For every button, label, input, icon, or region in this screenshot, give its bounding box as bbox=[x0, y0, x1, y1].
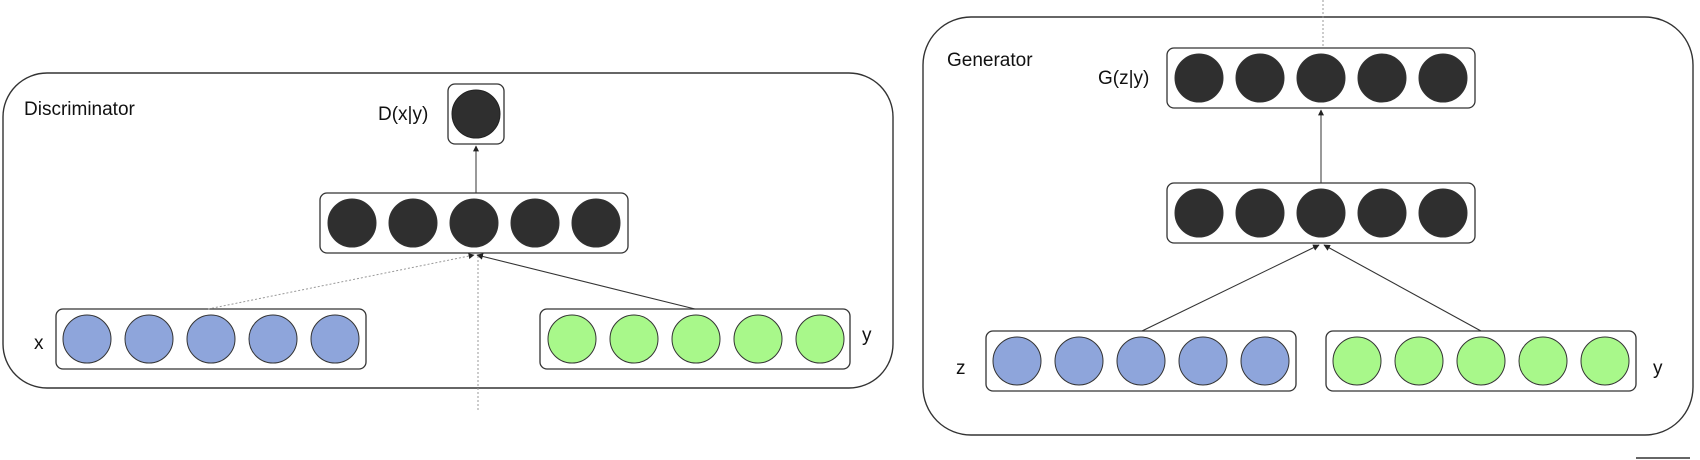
discriminator-x-node-2 bbox=[124, 314, 174, 364]
generator-frame bbox=[922, 16, 1694, 436]
discriminator-hidden-node-3 bbox=[449, 198, 499, 248]
generator-output-nodes bbox=[1174, 53, 1468, 103]
discriminator-hidden-node-1 bbox=[327, 198, 377, 248]
generator-output-node-2 bbox=[1235, 53, 1285, 103]
generator-z-node-5 bbox=[1240, 336, 1290, 386]
discriminator-hidden-node-4 bbox=[510, 198, 560, 248]
generator-y-node-3 bbox=[1456, 336, 1506, 386]
generator-output-layer bbox=[1166, 47, 1476, 109]
generator-z-node-4 bbox=[1178, 336, 1228, 386]
discriminator-y-node-5 bbox=[795, 314, 845, 364]
generator-z-nodes bbox=[992, 336, 1290, 386]
generator-z-node-1 bbox=[992, 336, 1042, 386]
discriminator-y-node-4 bbox=[733, 314, 783, 364]
generator-z-label: z bbox=[956, 358, 966, 379]
discriminator-y-nodes bbox=[547, 314, 845, 364]
generator-z-node-3 bbox=[1116, 336, 1166, 386]
discriminator-hidden-node-5 bbox=[571, 198, 621, 248]
discriminator-hidden-nodes bbox=[327, 198, 621, 248]
generator-output-node-4 bbox=[1357, 53, 1407, 103]
generator-hidden-node-4 bbox=[1357, 188, 1407, 238]
generator-hidden-nodes bbox=[1174, 188, 1468, 238]
discriminator-frame bbox=[2, 72, 894, 389]
generator-hidden-node-2 bbox=[1235, 188, 1285, 238]
generator-hidden-node-3 bbox=[1296, 188, 1346, 238]
generator-hidden-node-5 bbox=[1418, 188, 1468, 238]
discriminator-x-node-3 bbox=[186, 314, 236, 364]
discriminator-hidden-node-2 bbox=[388, 198, 438, 248]
discriminator-x-layer bbox=[55, 308, 367, 370]
discriminator-output-node bbox=[451, 89, 501, 139]
generator-hidden-node-1 bbox=[1174, 188, 1224, 238]
discriminator-output-layer bbox=[447, 83, 505, 145]
discriminator-title: Discriminator bbox=[24, 99, 136, 120]
discriminator-x-node-1 bbox=[62, 314, 112, 364]
generator-output-label: G(z|y) bbox=[1098, 68, 1149, 89]
discriminator-x-label: x bbox=[34, 333, 44, 354]
generator-y-node-1 bbox=[1332, 336, 1382, 386]
discriminator-panel: Discriminator D(x|y) x y bbox=[2, 72, 894, 410]
discriminator-x-to-hidden-connection bbox=[207, 253, 475, 310]
generator-output-node-1 bbox=[1174, 53, 1224, 103]
generator-y-to-hidden-connection bbox=[1323, 244, 1482, 332]
discriminator-y-to-hidden-connection bbox=[476, 253, 696, 310]
generator-y-nodes bbox=[1332, 336, 1630, 386]
generator-z-layer bbox=[985, 330, 1297, 392]
generator-y-label: y bbox=[1653, 358, 1663, 379]
discriminator-output-label: D(x|y) bbox=[378, 104, 428, 125]
generator-panel: Generator G(z|y) z y bbox=[922, 0, 1694, 436]
generator-y-node-5 bbox=[1580, 336, 1630, 386]
generator-output-node-5 bbox=[1418, 53, 1468, 103]
discriminator-x-node-4 bbox=[248, 314, 298, 364]
discriminator-x-node-5 bbox=[310, 314, 360, 364]
generator-output-node-3 bbox=[1296, 53, 1346, 103]
generator-title: Generator bbox=[947, 50, 1033, 71]
discriminator-y-node-2 bbox=[609, 314, 659, 364]
generator-z-node-2 bbox=[1054, 336, 1104, 386]
discriminator-y-node-1 bbox=[547, 314, 597, 364]
discriminator-x-nodes bbox=[62, 314, 360, 364]
discriminator-hidden-layer bbox=[319, 192, 629, 254]
discriminator-y-label: y bbox=[862, 325, 872, 346]
generator-y-node-4 bbox=[1518, 336, 1568, 386]
generator-y-node-2 bbox=[1394, 336, 1444, 386]
generator-z-to-hidden-connection bbox=[1141, 244, 1320, 332]
discriminator-y-node-3 bbox=[671, 314, 721, 364]
